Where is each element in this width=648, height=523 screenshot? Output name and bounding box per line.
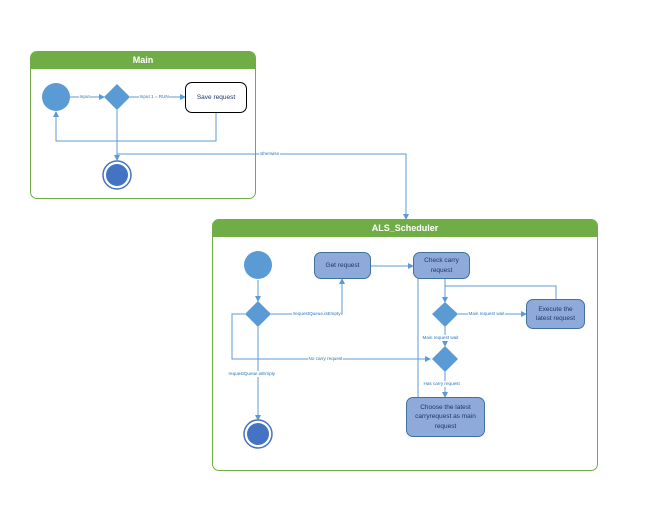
label-main-request-wait-2: Main request wait	[422, 335, 460, 341]
action-choose-latest-carryrequest: Choose the latest carryrequest as main r…	[406, 397, 485, 437]
decision-node-carry	[432, 346, 458, 372]
action-save-request: Save request	[185, 82, 247, 113]
swimlane-main: Main	[30, 51, 256, 199]
label-no-carry-request: No carry request	[308, 356, 343, 362]
action-check-carry-request: Check carry request	[413, 252, 470, 279]
label-otherwise: otherwise	[259, 151, 280, 157]
edge-choose-loop	[412, 263, 419, 397]
label-input: Input	[79, 94, 91, 100]
swimlane-als-scheduler-title: ALS_Scheduler	[213, 220, 597, 237]
label-has-carry-request: Has carry request	[423, 381, 461, 387]
edge-execute-loop	[445, 285, 557, 299]
label-request-empty: requestQueue.isEmpty	[228, 371, 276, 377]
swimlane-als-scheduler: ALS_Scheduler	[212, 219, 598, 471]
label-main-request-wait: Main request wait	[468, 311, 506, 317]
swimlane-main-title: Main	[31, 52, 255, 69]
action-execute-latest-request: Execute the latest request	[526, 299, 585, 329]
label-request-not-empty: !requestQueue.isEmpty	[292, 311, 342, 317]
edges	[53, 94, 557, 421]
final-node-als	[243, 419, 273, 449]
decision-node-main	[104, 84, 130, 110]
decision-node-request-queue	[245, 301, 271, 327]
edge-otherwise	[117, 153, 409, 220]
decision-node-main-wait	[432, 302, 458, 327]
action-get-request: Get request	[314, 252, 371, 279]
initial-node-als	[244, 251, 272, 279]
edge-save-loop	[53, 111, 217, 142]
final-node-main	[102, 160, 132, 190]
label-input-run: Input 1 = RUN	[139, 94, 170, 100]
initial-node-main	[42, 83, 70, 111]
edge-not-empty	[271, 278, 345, 315]
